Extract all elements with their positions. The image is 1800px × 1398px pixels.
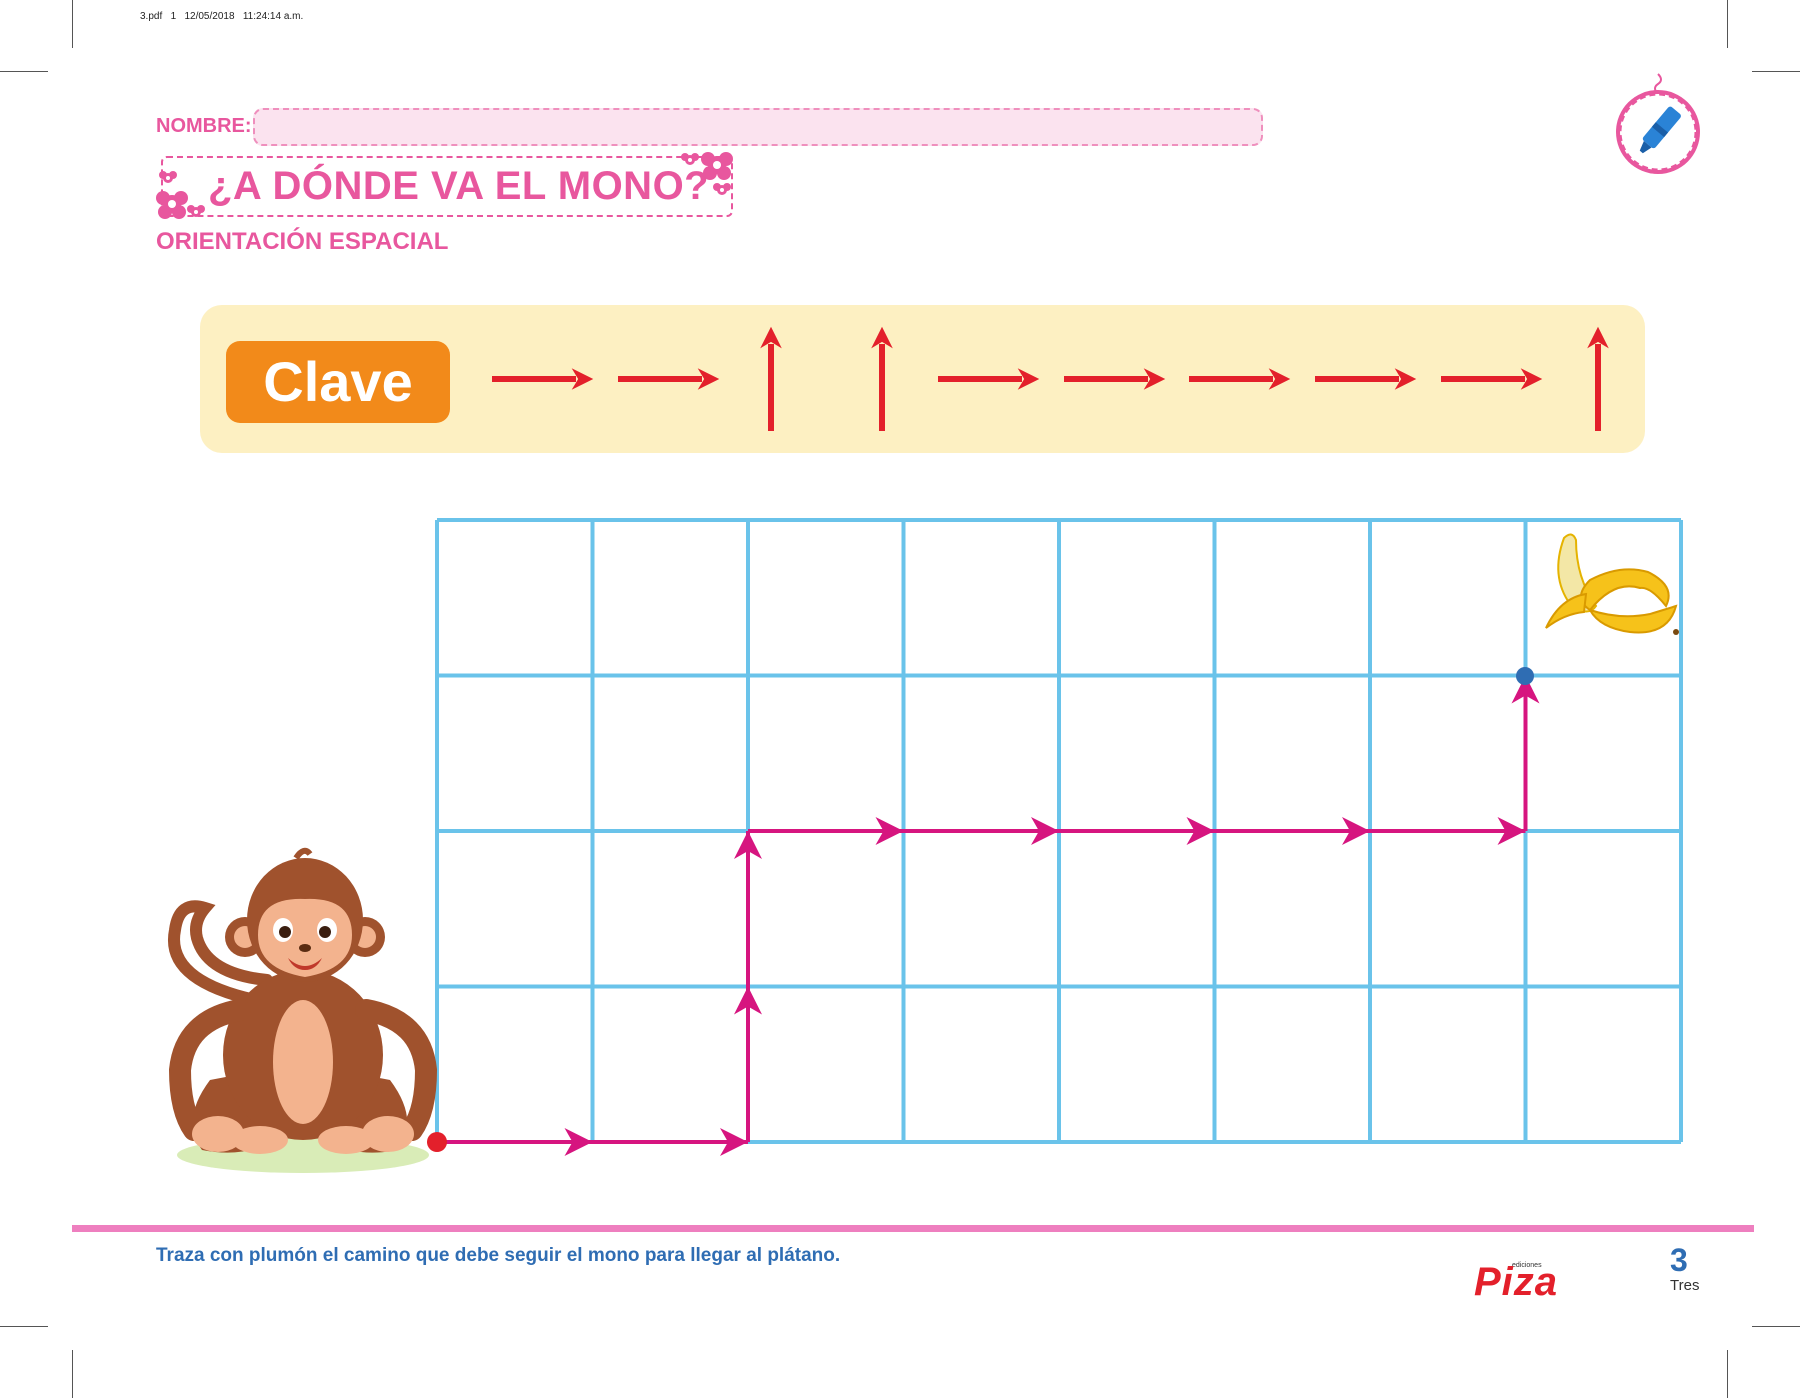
start-point [427,1132,447,1152]
flower-decoration-right [681,152,733,195]
crop-mark [1727,0,1728,48]
page-title: ¿A DÓNDE VA EL MONO? [208,164,710,208]
path-arrowhead-right [1497,817,1526,845]
solution-path [437,675,1540,1156]
path-arrowhead-right [564,1128,593,1156]
crop-mark [1752,71,1800,72]
monkey-icon [168,847,438,1173]
marker-icon [1616,73,1700,174]
crop-mark [72,1350,73,1398]
crop-mark [0,71,48,72]
path-arrowhead-right [875,817,904,845]
path-arrowhead-up [734,831,762,859]
path-arrowhead-up [1511,675,1540,704]
page-subtitle: ORIENTACIÓN ESPACIAL [156,228,449,255]
path-arrowhead-right [1342,817,1370,845]
print-info: 3.pdf 1 12/05/2018 11:24:14 a.m. [140,11,304,22]
crop-mark [1752,1326,1800,1327]
goal-point [1516,667,1534,685]
brand-tagline: ediciones [1512,1262,1542,1269]
crop-mark [0,1326,48,1327]
name-label: NOMBRE: [156,115,252,137]
path-arrowhead-right [1031,817,1059,845]
brand-logo: Piza [1474,1260,1559,1304]
crop-mark [72,0,73,48]
path-arrowhead-right [720,1128,748,1156]
name-field[interactable] [253,108,1263,146]
instruction-text: Traza con plumón el camino que debe segu… [156,1245,841,1266]
path-arrowhead-right [1186,817,1215,845]
banana-icon [1545,533,1679,635]
page-number-word: Tres [1670,1277,1700,1294]
page-number: 3 [1670,1242,1688,1278]
path-arrowhead-up [734,986,762,1015]
footer-divider [72,1225,1754,1232]
key-arrows [492,326,1609,431]
title-frame [161,156,733,217]
key-badge: Clave [226,341,450,423]
flower-decoration-left [156,171,205,219]
crop-mark [1727,1350,1728,1398]
